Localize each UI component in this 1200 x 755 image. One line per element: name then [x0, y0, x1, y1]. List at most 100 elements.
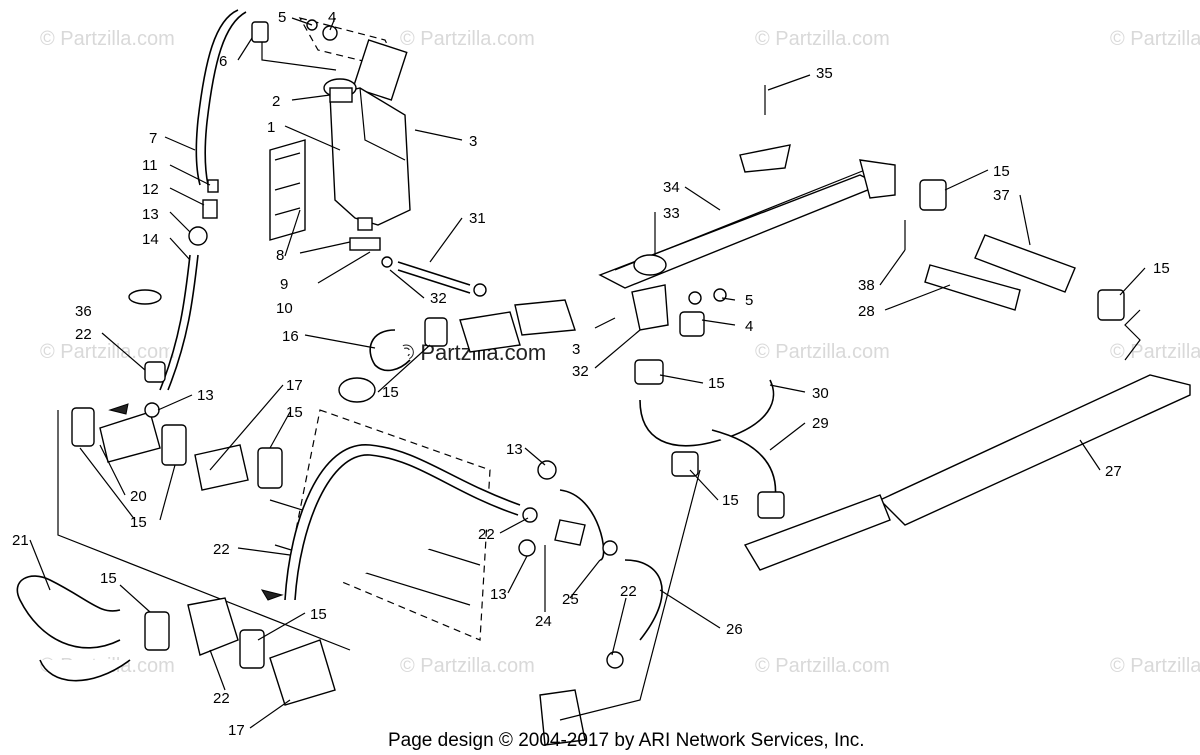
callout-15: 15 — [1153, 260, 1170, 277]
callout-13: 13 — [142, 206, 159, 223]
nut — [713, 288, 727, 302]
thermostat-housing — [187, 597, 239, 656]
clamp — [144, 361, 166, 383]
hose-short — [194, 444, 249, 491]
clamp — [188, 226, 208, 246]
callout-5: 5 — [745, 292, 753, 309]
clamp-small — [381, 256, 393, 268]
clamp — [1097, 289, 1125, 321]
tank-neck — [329, 87, 353, 103]
bracket — [924, 264, 1021, 311]
clamp — [257, 447, 283, 489]
connector-tube — [974, 234, 1076, 293]
hose — [159, 254, 191, 391]
callout-3: 3 — [469, 133, 477, 150]
clamp-small — [606, 651, 624, 669]
vent-hose-edge — [204, 11, 247, 186]
callout-11: 11 — [142, 157, 158, 174]
frame-outline — [289, 409, 491, 641]
watermark: © Partzilla.com — [755, 655, 890, 677]
callout-38: 38 — [858, 277, 875, 294]
clamp — [671, 451, 699, 477]
radiator-inlet — [514, 299, 576, 336]
callout-22: 22 — [620, 583, 637, 600]
callout-34: 34 — [663, 179, 680, 196]
long-hose-edge — [294, 454, 519, 601]
radiator-hose — [16, 575, 121, 649]
callout-1: 1 — [267, 119, 275, 136]
callout-36: 36 — [75, 303, 92, 320]
break-line — [1124, 309, 1141, 361]
footer-copyright: Page design © 2004-2017 by ARI Network S… — [388, 730, 865, 751]
clamp-small — [473, 283, 487, 297]
direction-arrow — [260, 589, 284, 601]
clip — [128, 289, 162, 305]
valve — [349, 237, 381, 251]
watermark: © Partzilla.com — [755, 28, 890, 50]
callout-18: 20 — [130, 488, 147, 505]
callout-16: 16 — [282, 328, 299, 345]
elbow-hose — [369, 329, 411, 372]
radiator-hose-edge — [39, 659, 131, 682]
callout-7: 7 — [149, 130, 157, 147]
callout-9: 9 — [280, 276, 288, 293]
hose-edge — [167, 254, 199, 391]
bracket — [739, 144, 791, 173]
callout-27: 28 — [858, 303, 875, 320]
heat-exchanger-bottom — [878, 374, 1191, 526]
clamp — [919, 179, 947, 211]
clamp — [161, 424, 187, 466]
decal-line — [274, 207, 301, 216]
clamp — [424, 317, 448, 347]
water-pump — [539, 689, 586, 746]
t-fitting — [99, 411, 161, 463]
leader-lines — [29, 17, 1146, 729]
callout-24: 25 — [562, 591, 579, 608]
leader-line — [559, 469, 701, 721]
tank-edge — [359, 87, 406, 161]
callout-17: 17 — [286, 377, 303, 394]
callout-8: 8 — [276, 247, 284, 264]
watermark: © Partzilla.com — [400, 28, 535, 50]
callout-10: 10 — [276, 300, 293, 317]
callout-32: 32 — [572, 363, 589, 380]
watermark: © Partzilla.com — [1110, 28, 1200, 50]
clamp — [679, 311, 705, 337]
callout-5: 5 — [278, 9, 286, 26]
decal-line — [274, 182, 301, 191]
callout-22: 22 — [75, 326, 92, 343]
leader-line — [261, 42, 337, 71]
clamp — [144, 611, 170, 651]
callout-labels: 5 4 6 2 1 3 7 11 12 13 14 8 9 10 31 32 1… — [12, 9, 1170, 739]
exchanger-elbow — [859, 159, 896, 199]
decal — [269, 139, 306, 241]
callout-33: 33 — [663, 205, 680, 222]
center-frame-group — [260, 299, 701, 746]
mount-block — [352, 39, 408, 101]
coolant-tank — [329, 87, 411, 226]
callout-15: 15 — [722, 492, 739, 509]
fitting — [207, 179, 219, 193]
crossover-hose — [639, 379, 775, 447]
fitting — [202, 199, 218, 219]
nut — [322, 25, 338, 41]
callout-20: 22 — [213, 690, 230, 707]
heat-exchanger-end — [743, 494, 891, 571]
callout-4: 4 — [328, 9, 336, 26]
leader-line — [57, 410, 351, 651]
watermark: © Partzilla.com — [1110, 341, 1200, 363]
hose-short — [269, 639, 336, 706]
hose-connector — [459, 311, 521, 353]
callout-15: 15 — [310, 606, 327, 623]
crossover-hose — [711, 429, 777, 501]
exchanger-edge — [614, 169, 866, 271]
decal-line — [274, 152, 301, 161]
washer — [688, 291, 702, 305]
t-fitting — [554, 519, 586, 546]
clamp — [757, 491, 785, 519]
callout-15: 15 — [382, 384, 399, 401]
callout-4: 4 — [745, 318, 753, 335]
cap — [633, 254, 667, 276]
coolant-tank-group — [128, 9, 487, 391]
